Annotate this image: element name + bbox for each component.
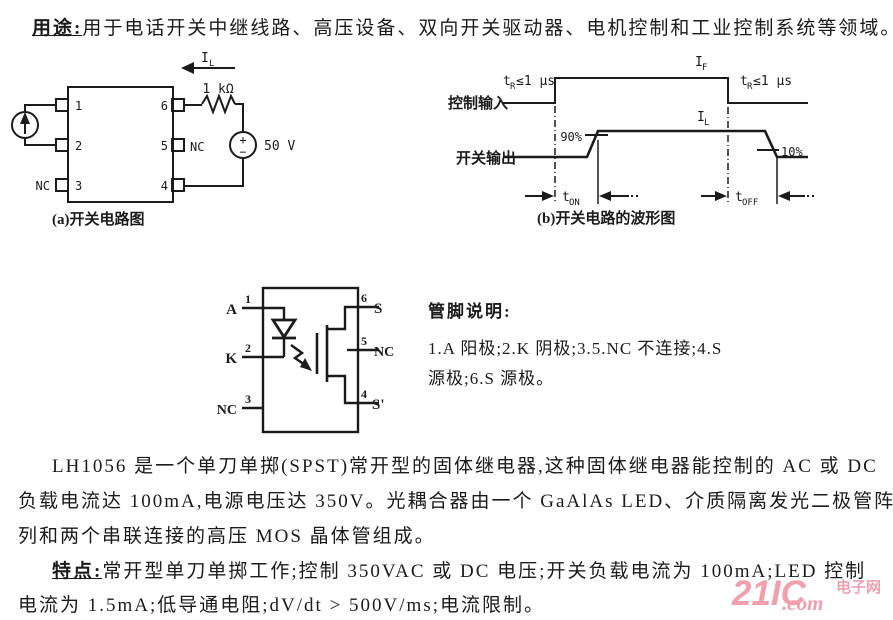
pin-notes-line: 源极;6.S 源极。 [428,369,555,388]
tr-right-t: t [740,74,748,89]
pct90-label: 90% [560,130,582,144]
il-out-label-main: I [697,110,705,125]
pin5-pad [171,138,185,152]
watermark: 21IC 电子网 .com [726,574,893,620]
pin-notes-title: 管脚说明: [428,302,512,321]
ton-left-arrowhead-icon [542,191,554,201]
pinout-num-6: 6 [361,291,367,305]
tr-left-t: t [503,74,511,89]
voltage-label: 50 V [264,139,295,154]
figure-a-switch-circuit [11,62,257,203]
pin-notes-line: 1.A 阳极;2.K 阴极;3.5.NC 不连接;4.S [428,339,723,358]
control-input-waveform [502,77,808,104]
pinout-num-3: 3 [245,392,251,406]
description-line: 列和两个串联连接的高压 MOS 晶体管组成。 [18,526,436,547]
pinout-package-outline [261,286,360,434]
relay-package-outline [67,86,174,203]
pinout-k-label: K [225,351,237,367]
source-plus-sign: + [239,133,246,147]
il-arrowhead-icon [181,62,194,74]
pinout-num-2: 2 [245,341,251,355]
load-wires [184,103,244,187]
il-label-sub: L [209,59,214,69]
pin4-number: 4 [161,179,168,193]
il-out-label-sub: L [704,118,709,128]
pin2-number: 2 [75,139,82,153]
description-line: 负载电流达 100mA,电源电压达 350V。光耦合器由一个 GaAlAs LE… [18,491,893,512]
description-line: LH1056 是一个单刀单掷(SPST)常开型的固体继电器,这种固体继电器能控制… [52,456,878,477]
source-minus-sign: − [239,145,246,159]
toff-label-sub: OFF [742,198,758,208]
pin6-number: 6 [161,99,168,113]
tr-left-sub: R [510,82,516,92]
features-label: 特点: [52,561,103,582]
voltage-source-icon [229,131,257,159]
tr-left-rest: ≤1 μs [516,74,555,89]
pinout-a-label: A [226,302,237,318]
watermark-suffix: .com [782,591,824,615]
mosfet-source-wire [327,374,358,405]
led-wires [263,306,286,359]
nc-label-right: NC [190,140,204,154]
tr-right-rest: ≤1 μs [753,74,792,89]
usage-label: 用途: [32,18,83,39]
figure-pinout [242,286,379,434]
pinout-nc-left-label: NC [217,403,237,418]
led-diode-icon [270,318,298,340]
usage-line: 用途:用于电话开关中继线路、高压设备、双向开关驱动器、电机控制和工业控制系统等领… [32,11,893,46]
pin5-number: 5 [161,139,168,153]
mosfet-drain-wire [327,305,358,331]
pin2-pad [55,138,69,152]
pinout-num-4: 4 [361,387,367,401]
diagram-canvas: 1 2 3 6 5 4 NC NC 1 kΩ + − 50 V I L (a)开… [11,51,814,434]
pin-notes: 管脚说明: 1.A 阳极;2.K 阴极;3.5.NC 不连接;4.S 源极;6.… [428,297,758,394]
figure-b-caption: (b)开关电路的波形图 [537,209,675,227]
light-arrow-icon [290,343,306,367]
input-wires [24,104,56,146]
toff-left-arrowhead-icon [715,191,727,201]
light-arrowhead-icon [300,358,312,371]
pinout-nc-right-label: NC [374,345,394,360]
pin1-number: 1 [75,99,82,113]
figure-b-waveforms [502,77,814,204]
pinout-sprime-label: S' [372,397,385,413]
features-line-2: 电流为 1.5mA;低导通电阻;dV/dt > 500V/ms;电流限制。 [18,595,546,616]
watermark-brand: 21IC [732,574,806,613]
pin1-pad [55,98,69,112]
ton-right-arrowhead-icon [599,191,611,201]
features-text-1: 常开型单刀单掷工作;控制 350VAC 或 DC 电压;开关负载电流为 100m… [102,561,867,582]
usage-text: 用于电话开关中继线路、高压设备、双向开关驱动器、电机控制和工业控制系统等领域。 [82,18,893,39]
pinout-num-5: 5 [361,334,367,348]
pinout-s-label: S [374,301,382,317]
nc-label-left: NC [36,179,50,193]
ton-label-t: t [562,190,570,205]
features-line-1: 特点:常开型单刀单掷工作;控制 350VAC 或 DC 电压;开关负载电流为 1… [18,555,866,589]
control-input-label: 控制输入 [448,94,508,112]
il-label-main: I [201,51,209,66]
toff-label-t: t [735,190,743,205]
ton-label-sub: ON [569,198,580,208]
current-source-arrow [20,112,30,124]
switch-output-waveform [503,129,808,159]
pct10-label: 10% [781,145,803,159]
watermark-cn: 电子网 [836,580,882,596]
resistor-icon [201,93,236,115]
figure-a-caption: (a)开关电路图 [52,210,145,228]
description-paragraph: LH1056 是一个单刀单掷(SPST)常开型的固体继电器,这种固体继电器能控制… [18,449,893,554]
switch-output-label: 开关输出 [456,149,516,167]
if-label-main: I [695,55,703,70]
features-paragraph: 特点:常开型单刀单掷工作;控制 350VAC 或 DC 电压;开关负载电流为 1… [18,555,866,620]
if-label-sub: F [702,63,707,73]
toff-right-arrowhead-icon [778,191,790,201]
pin3-pad [55,178,69,192]
tr-right-sub: R [747,82,753,92]
pinout-num-1: 1 [245,292,251,306]
pin3-number: 3 [75,179,82,193]
resistor-value-label: 1 kΩ [202,82,233,97]
